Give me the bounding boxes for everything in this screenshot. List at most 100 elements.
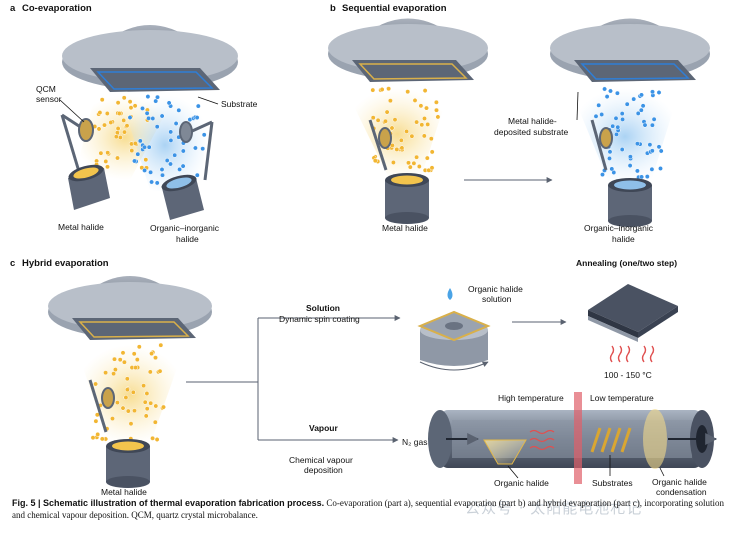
- substrate-label: Substrate: [221, 99, 258, 109]
- vapour-particle: [152, 419, 158, 425]
- solution-label: Solution: [306, 303, 340, 313]
- vapour-particle: [135, 151, 141, 157]
- vapour-particle: [610, 123, 616, 129]
- cvd-tube-furnace: [428, 392, 718, 484]
- vapour-particle: [117, 135, 123, 140]
- vapour-particle: [132, 158, 137, 164]
- vapour-particle: [620, 116, 626, 122]
- vapour-particle: [180, 163, 186, 169]
- qcm-label-1: QCM: [36, 84, 56, 94]
- vapour-particle: [142, 167, 148, 173]
- vapour-particle: [158, 342, 164, 348]
- vapour-particle: [602, 86, 608, 92]
- perovskite-film: [588, 284, 678, 342]
- vapour-particle: [150, 435, 156, 441]
- particles-b2: [593, 86, 664, 180]
- panel-a-letter: a: [10, 3, 16, 14]
- vapour-particle: [145, 94, 151, 100]
- metal-halide-label-c: Metal halide: [101, 487, 147, 497]
- vapour-particle: [90, 435, 96, 441]
- vapour-particle: [124, 387, 130, 393]
- organic-inorganic-label-b1: Organic–inorganic: [584, 223, 654, 233]
- vapour-particle: [434, 107, 439, 113]
- vapour-particle: [392, 117, 398, 123]
- vapour-particle: [649, 122, 655, 128]
- vapour-particle: [649, 166, 655, 172]
- vapour-particle: [153, 355, 158, 361]
- vapour-particle: [160, 172, 165, 178]
- vapour-particle: [146, 115, 152, 121]
- vapour-particle: [596, 102, 602, 108]
- vapour-particle: [133, 365, 139, 371]
- substrates-label: Substrates: [592, 478, 633, 488]
- vapour-particle: [98, 150, 104, 156]
- vapour-particle: [148, 169, 154, 175]
- vapour-particle: [120, 405, 126, 411]
- vapour-particle: [112, 356, 117, 362]
- qcm-sensor-c: [101, 387, 115, 409]
- particles-a: [92, 94, 207, 187]
- vapour-particle: [419, 122, 425, 128]
- vapour-particle: [93, 418, 99, 424]
- qcm-stand-b2: [590, 119, 608, 171]
- vapour-particle: [144, 406, 150, 412]
- vapour-particle: [429, 149, 435, 155]
- vapour-particle: [147, 369, 153, 375]
- chamber-dome-a: [62, 25, 238, 92]
- vapour-particle: [370, 115, 376, 121]
- qcm-sensor: [60, 113, 94, 176]
- heat-waves: [529, 429, 555, 451]
- vapour-particle: [136, 344, 142, 350]
- vapour-particle: [649, 148, 655, 154]
- vapour-particle: [131, 351, 137, 357]
- vapour-particle: [414, 154, 420, 160]
- vapour-particle: [99, 436, 105, 442]
- vapour-particle: [422, 116, 427, 121]
- vapour-particle: [414, 119, 420, 125]
- vapour-particle: [121, 95, 127, 101]
- organic-halide-label: Organic halide: [494, 478, 549, 488]
- vapour-particle: [656, 90, 662, 95]
- organic-inorganic-label-a1: Organic–inorganic: [150, 223, 220, 233]
- vapour-particle: [192, 145, 198, 151]
- chamber-dome-b2: [550, 18, 710, 82]
- vapour-particle: [143, 157, 149, 163]
- vapour-particle: [122, 129, 127, 135]
- substrate-leader: [197, 96, 219, 105]
- vapour-particle: [114, 130, 120, 136]
- vapour-particle: [140, 105, 145, 111]
- vapour-particle: [172, 152, 178, 158]
- vapour-particle: [103, 370, 109, 376]
- vapour-particle: [112, 367, 118, 373]
- vapour-particle: [125, 408, 131, 414]
- vapour-particle: [200, 146, 206, 152]
- heat-icon: [609, 345, 655, 363]
- vapour-particle: [650, 89, 655, 95]
- particles-c: [90, 342, 166, 442]
- panel-b-letter: b: [330, 3, 336, 14]
- temperature-divider: [574, 392, 582, 484]
- panel-a-title: Co-evaporation: [22, 3, 92, 14]
- vapour-particle: [383, 118, 388, 124]
- vapour-particle: [379, 87, 385, 92]
- annealing-label: Annealing (one/two step): [576, 258, 677, 268]
- vapour-particle: [416, 164, 422, 169]
- vapour-particle: [370, 87, 376, 93]
- vapour-particle: [613, 115, 619, 121]
- vapour-particle: [117, 357, 123, 363]
- substrates: [590, 427, 632, 453]
- vapour-particle: [639, 174, 645, 180]
- low-temperature-label: Low temperature: [590, 393, 654, 403]
- qcm-stand-c: [88, 379, 108, 433]
- vapour-label: Vapour: [309, 423, 339, 433]
- vapour-particle: [173, 121, 179, 126]
- substrate-holder-a: [90, 68, 220, 92]
- spin-coater: [417, 310, 491, 371]
- vapour-particle: [144, 391, 150, 396]
- organic-inorganic-label-a2: halide: [176, 234, 199, 244]
- vapour-particle: [130, 389, 136, 395]
- vapour-particle: [150, 116, 156, 121]
- vapour-particle: [157, 368, 163, 374]
- vapour-particle: [148, 400, 154, 406]
